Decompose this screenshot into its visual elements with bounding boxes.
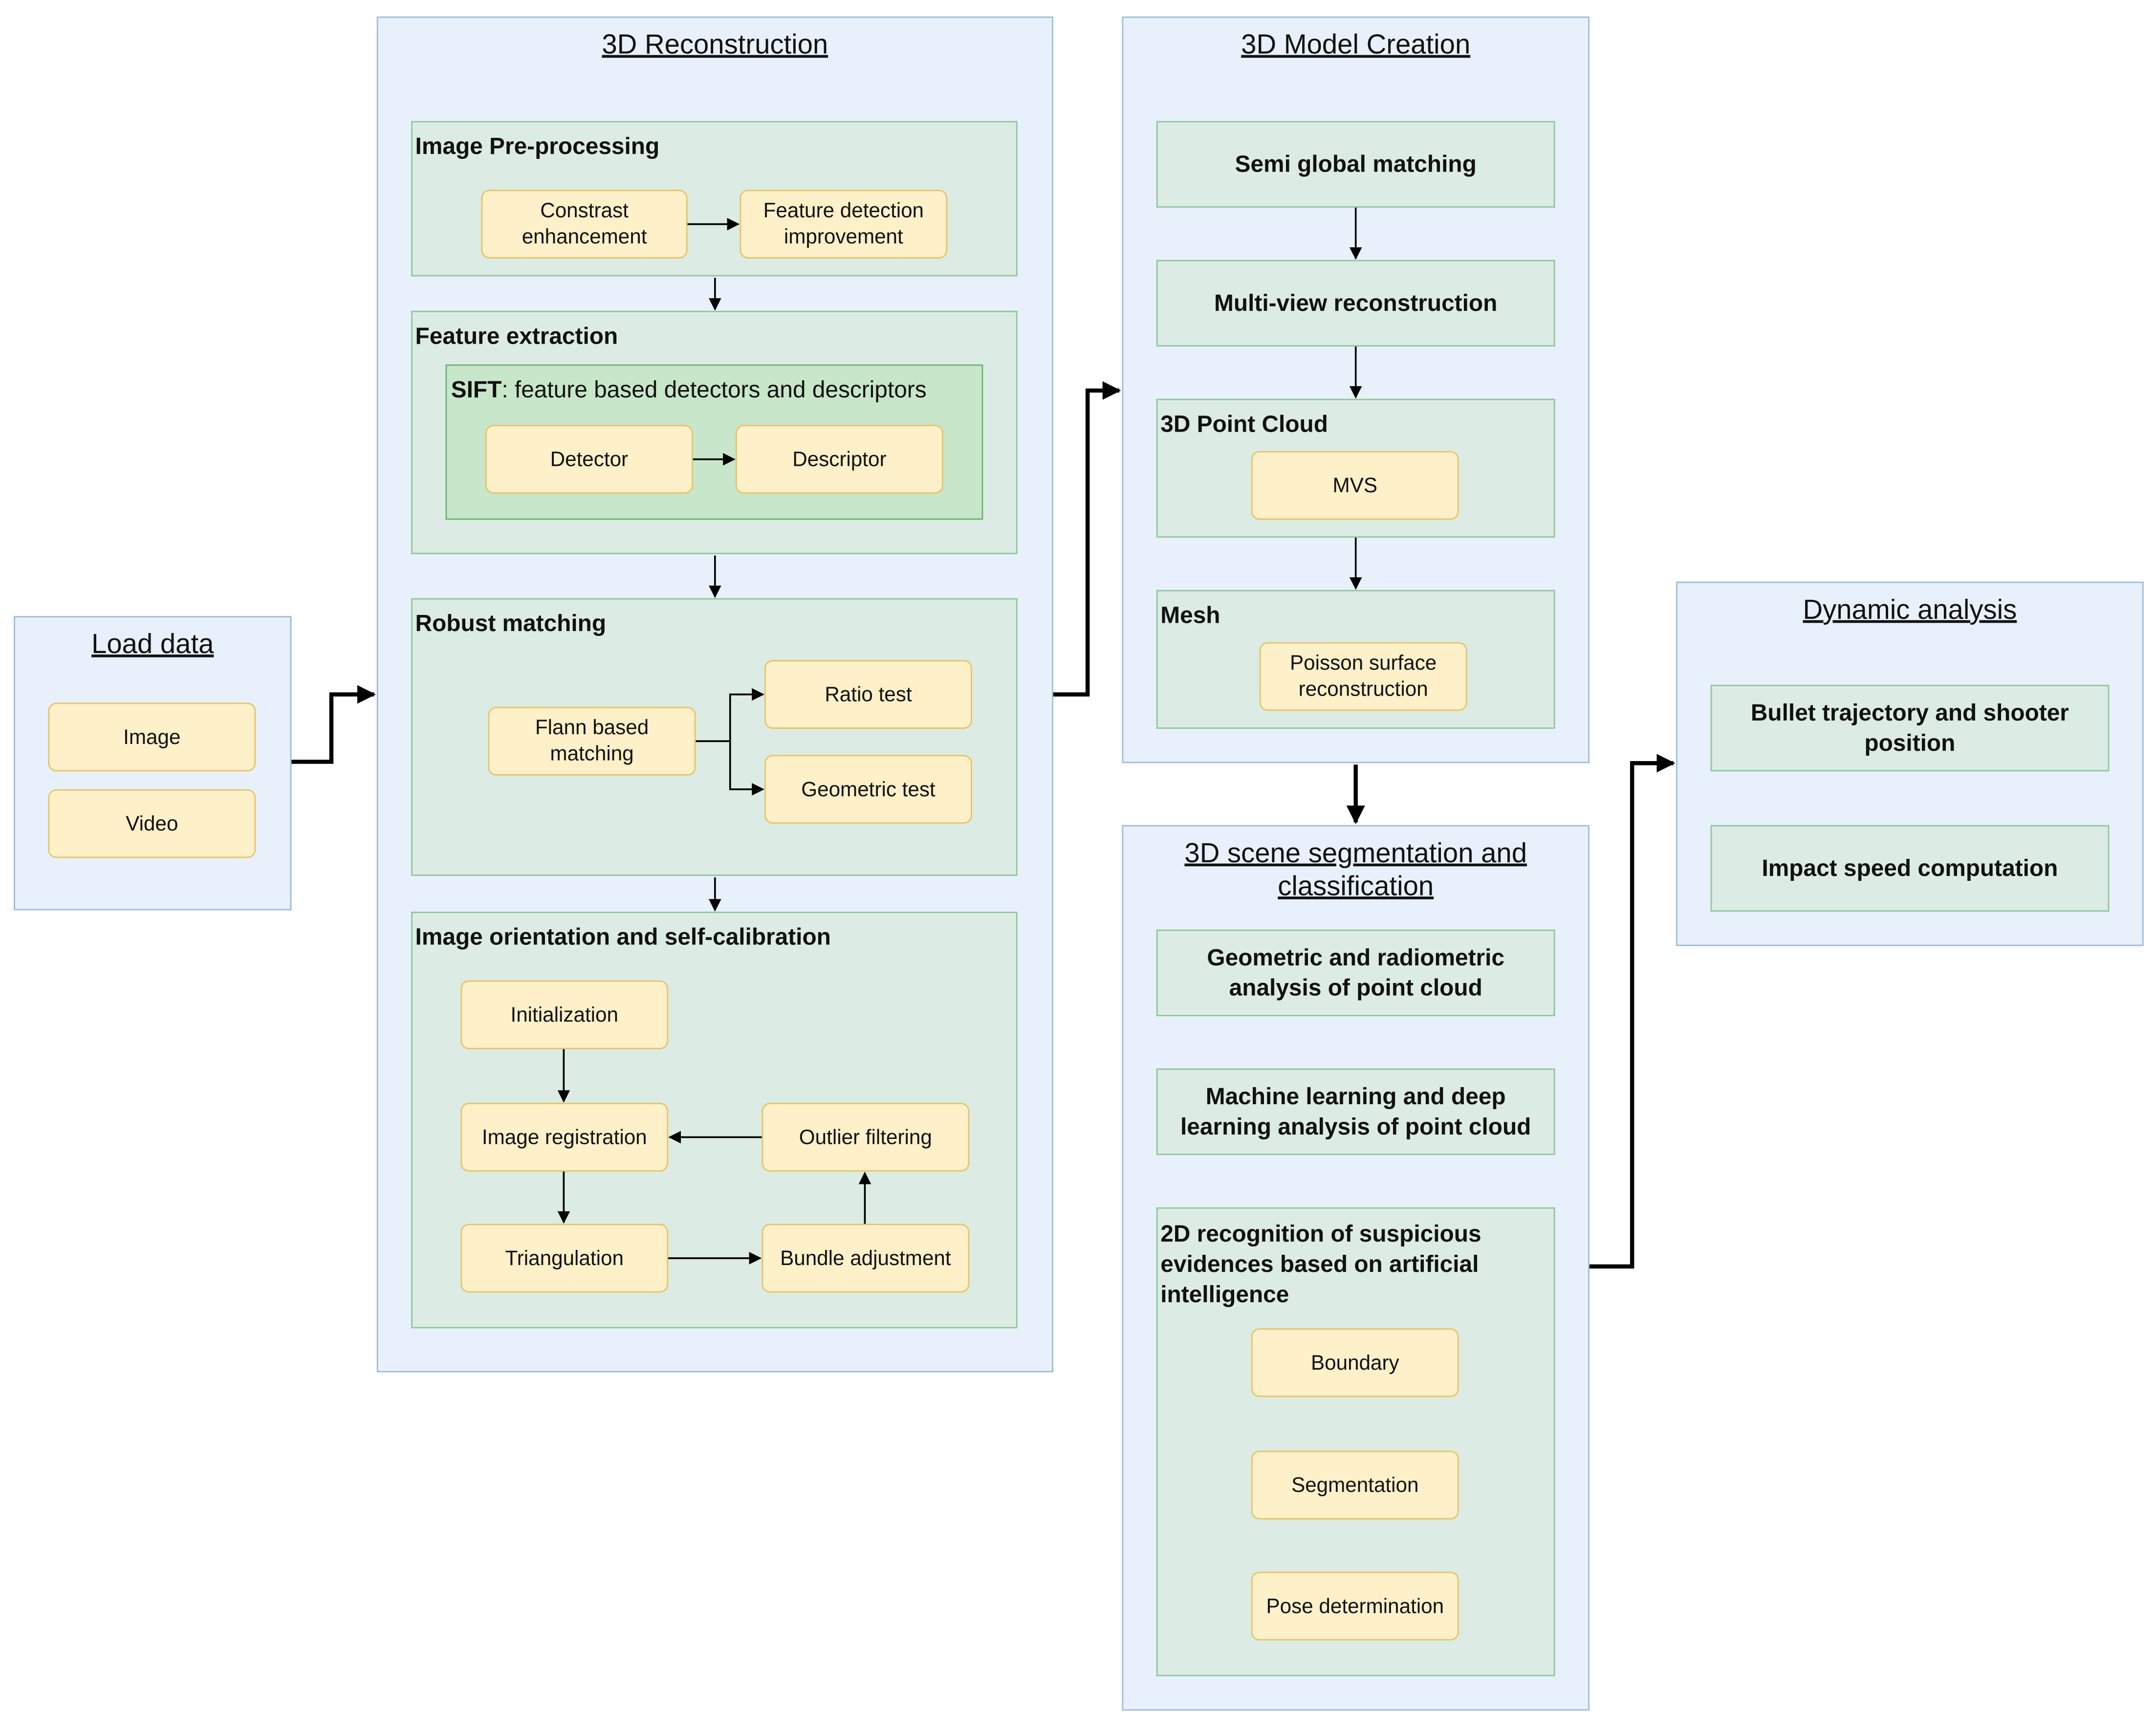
sift-description: : feature based detectors and descriptor… [501, 376, 927, 403]
robust-matching-title: Robust matching [415, 611, 607, 637]
semi-global-matching-box: Semi global matching [1156, 121, 1555, 208]
contrast-box: Constrast enhancement [481, 190, 688, 259]
arrow-flann-to-geometric [729, 741, 764, 796]
boundary-box: Boundary [1251, 1328, 1459, 1398]
mesh-title: Mesh [1160, 602, 1220, 629]
geometric-test-box: Geometric test [764, 755, 972, 824]
descriptor-box: Descriptor [736, 425, 943, 494]
bullet-trajectory-box: Bullet trajectory and shooter position [1710, 684, 2110, 772]
detector-box: Detector [485, 425, 693, 494]
image-box: Image [48, 702, 256, 772]
reconstruction-title: 3D Reconstruction [602, 30, 828, 61]
orientation-title: Image orientation and self-calibration [415, 924, 831, 950]
image-registration-box: Image registration [460, 1103, 669, 1172]
load-data-title: Load data [91, 630, 214, 660]
segmentation-box: Segmentation [1251, 1450, 1459, 1520]
arrow-flann-to-ratio [696, 688, 764, 743]
poisson-box: Poisson surface reconstruction [1259, 642, 1467, 711]
pose-determination-box: Pose determination [1251, 1572, 1459, 1641]
initialization-box: Initialization [460, 980, 669, 1049]
bundle-adjustment-box: Bundle adjustment [762, 1223, 970, 1293]
feature-extraction-title: Feature extraction [415, 323, 618, 350]
impact-speed-box: Impact speed computation [1710, 825, 2110, 912]
triangulation-box: Triangulation [460, 1223, 669, 1293]
recognition-title: 2D recognition of suspicious evidences b… [1160, 1221, 1481, 1308]
arrow-reconstruction-to-model [1053, 381, 1121, 697]
mvs-box: MVS [1251, 451, 1459, 520]
ratio-test-box: Ratio test [764, 660, 972, 729]
arrow-load-to-reconstruction [291, 685, 376, 764]
outlier-filtering-box: Outlier filtering [762, 1103, 970, 1172]
sift-title: SIFT: feature based detectors and descri… [451, 377, 927, 404]
preprocessing-title: Image Pre-processing [415, 133, 660, 160]
dynamic-analysis-title: Dynamic analysis [1803, 595, 2017, 626]
video-box: Video [48, 789, 256, 858]
multi-view-reconstruction-box: Multi-view reconstruction [1156, 260, 1555, 347]
point-cloud-title: 3D Point Cloud [1160, 411, 1328, 437]
arrow-segmentation-to-dynamic [1589, 754, 1676, 1269]
model-creation-title: 3D Model Creation [1241, 30, 1471, 61]
sift-label: SIFT [451, 376, 502, 403]
machine-learning-box: Machine learning and deep learning analy… [1156, 1068, 1555, 1156]
geometric-radiometric-box: Geometric and radiometric analysis of po… [1156, 929, 1555, 1016]
segmentation-title: 3D scene segmentation and classification [1184, 838, 1527, 902]
flann-box: Flann based matching [488, 706, 696, 776]
feature-detection-box: Feature detection improvement [740, 190, 948, 259]
